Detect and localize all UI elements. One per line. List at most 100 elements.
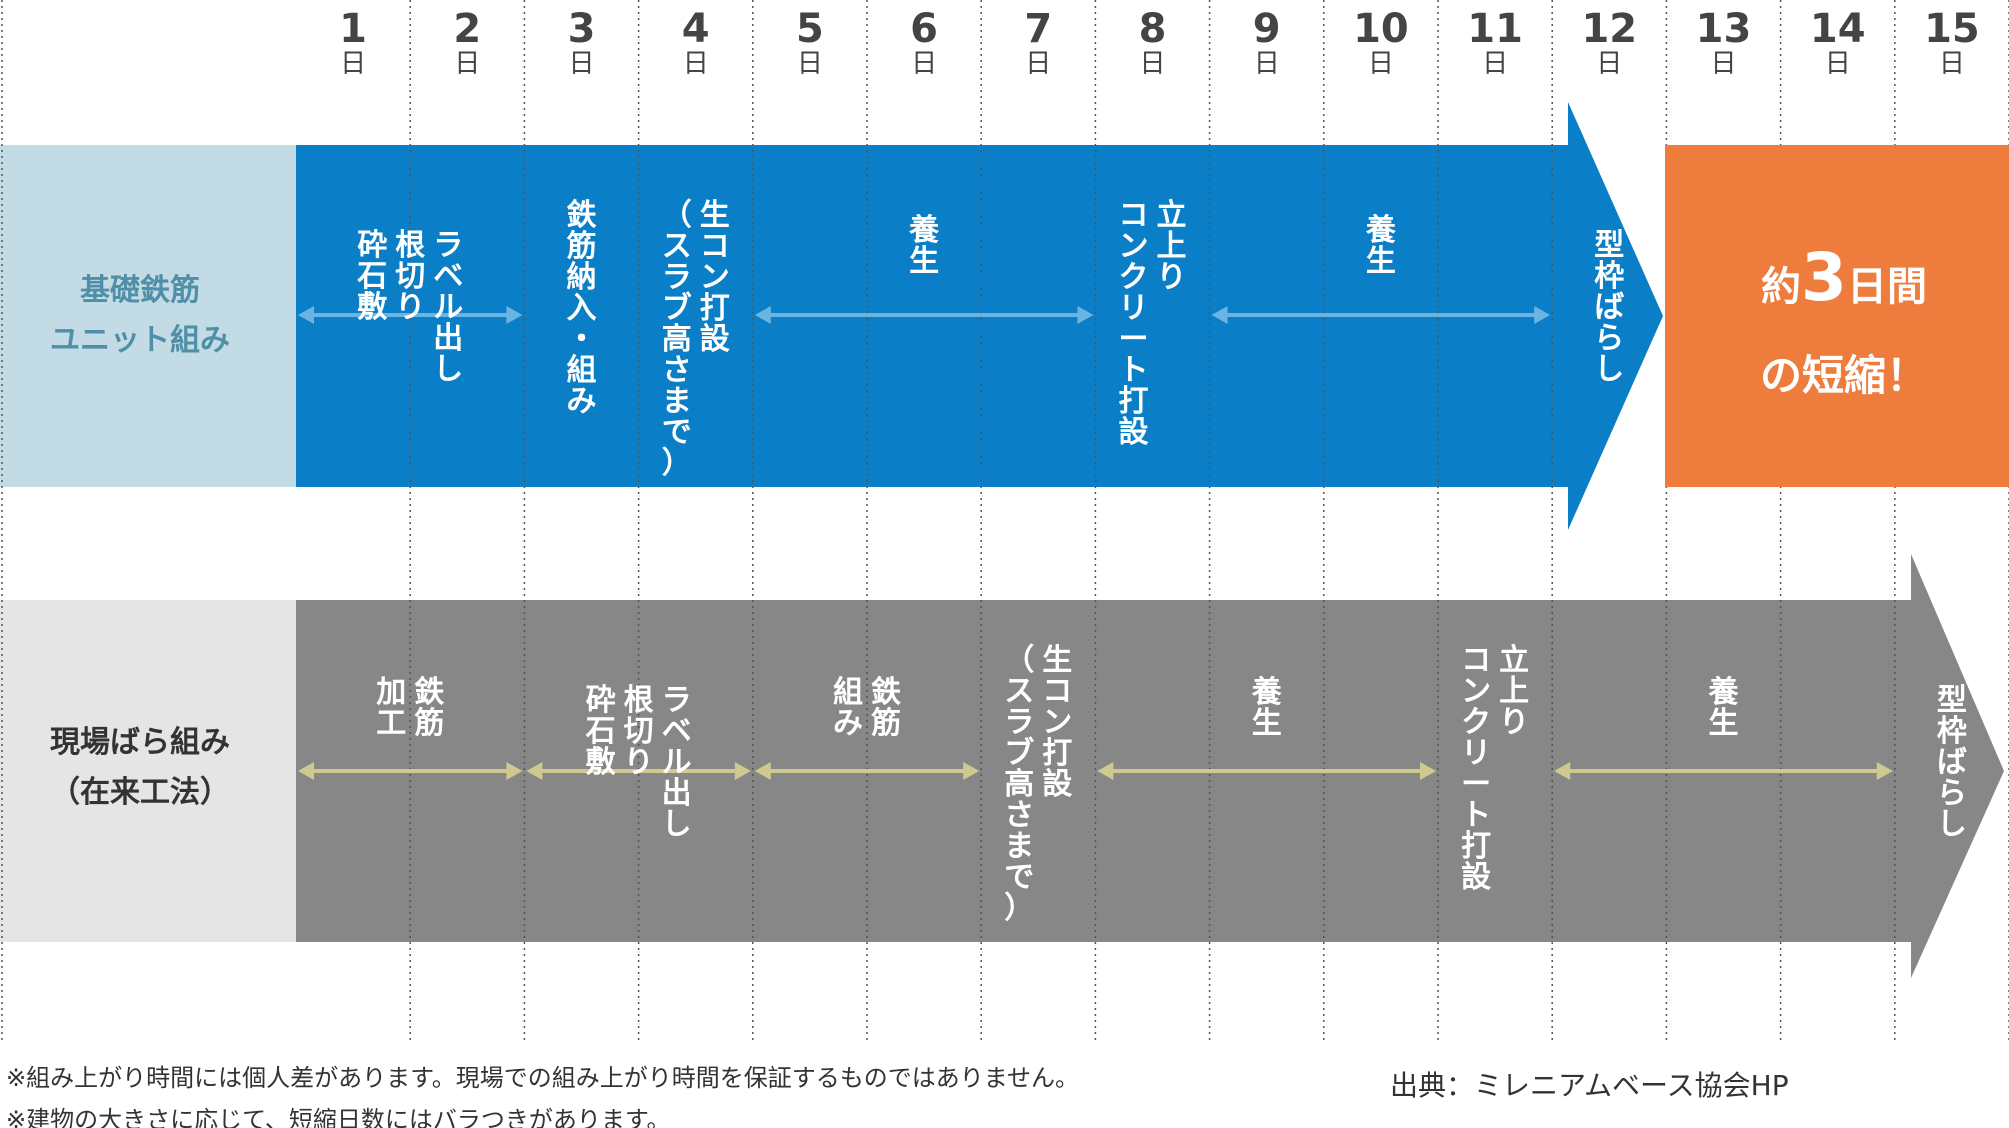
conventional-task-label: 生コン打設 bbox=[1042, 643, 1072, 802]
task-label-char: ま bbox=[1004, 829, 1034, 864]
unit-task-label: 鉄筋納入・組み bbox=[567, 198, 597, 419]
task-label-char: 根 bbox=[624, 683, 654, 718]
conventional-task-label: 型枠ばらし bbox=[1937, 683, 1967, 842]
day-unit: 日 bbox=[1939, 49, 1965, 79]
task-label-char: 生 bbox=[700, 198, 730, 233]
unit-method-label-box bbox=[0, 145, 296, 487]
task-label-char: 立 bbox=[1499, 643, 1529, 678]
task-label-char: 打 bbox=[1119, 384, 1149, 419]
task-label-char: 打 bbox=[700, 291, 730, 326]
callout-number: 3 bbox=[1801, 239, 1847, 316]
day-unit: 日 bbox=[1368, 49, 1394, 79]
task-label-char: ラ bbox=[433, 228, 463, 263]
task-label-char: ・ bbox=[567, 322, 597, 357]
task-label-char: で bbox=[1004, 860, 1034, 895]
task-label-char: ベ bbox=[662, 714, 692, 749]
conventional-task-label: 鉄筋 bbox=[871, 675, 901, 741]
task-label-char: 筋 bbox=[567, 229, 597, 264]
shortening-callout-box bbox=[1665, 145, 2009, 487]
task-label-char: 生 bbox=[1042, 643, 1072, 678]
arrow-head-left bbox=[1097, 762, 1114, 780]
task-label-char: ラ bbox=[662, 683, 692, 718]
task-label-char: り bbox=[624, 745, 654, 780]
task-label-char: ラ bbox=[1004, 705, 1034, 740]
footnote-1: ※組み上がり時間には個人差があります。現場での組み上がり時間を保証するものではあ… bbox=[6, 1064, 1079, 1092]
unit-task-label: （スラブ高さまで） bbox=[662, 198, 692, 481]
conventional-task-label: （スラブ高さまで） bbox=[1004, 643, 1034, 926]
task-label-char: 出 bbox=[662, 776, 692, 811]
day-number: 12 bbox=[1581, 6, 1637, 52]
conventional-task-label: 根切り bbox=[624, 683, 654, 780]
task-label-char: ば bbox=[1937, 745, 1967, 780]
task-label-char: 養 bbox=[1708, 675, 1739, 710]
task-label-char: 加 bbox=[376, 675, 406, 710]
day-number: 8 bbox=[1139, 6, 1167, 52]
task-label-char: ブ bbox=[1004, 736, 1034, 771]
day-number: 3 bbox=[568, 6, 596, 52]
task-label-char: コ bbox=[1461, 643, 1491, 678]
task-label-char: 工 bbox=[376, 706, 406, 741]
conventional-task-label: 鉄筋 bbox=[414, 675, 444, 741]
task-label-char: ー bbox=[1461, 767, 1491, 802]
task-label-char: ー bbox=[1119, 322, 1149, 357]
arrow-head-left bbox=[298, 762, 314, 780]
arrow-head-right bbox=[1534, 306, 1551, 324]
task-label-char: （ bbox=[662, 198, 692, 233]
unit-task-label: コンクリート打設 bbox=[1119, 198, 1149, 450]
task-label-char: り bbox=[395, 290, 425, 325]
task-label-char: ら bbox=[1594, 321, 1624, 356]
task-label-char: さ bbox=[662, 353, 692, 388]
day-unit: 日 bbox=[1596, 49, 1622, 79]
task-label-char: 筋 bbox=[414, 706, 444, 741]
task-label-char: 設 bbox=[1119, 415, 1149, 450]
arrow-head-left bbox=[298, 306, 314, 324]
arrow-head-right bbox=[1420, 762, 1436, 780]
task-label-char: 筋 bbox=[871, 706, 901, 741]
unit-task-label: 立上り bbox=[1157, 198, 1187, 295]
task-label-char: 石 bbox=[585, 714, 616, 749]
conventional-task-label: 加工 bbox=[376, 675, 406, 741]
day-unit: 日 bbox=[1825, 49, 1851, 79]
task-label-char: 設 bbox=[1042, 767, 1072, 802]
task-label-char: 出 bbox=[433, 321, 463, 356]
task-label-char: 立 bbox=[1157, 198, 1187, 233]
day-unit: 日 bbox=[911, 49, 937, 79]
task-duration-arrows bbox=[298, 306, 1893, 780]
day-unit: 日 bbox=[1139, 49, 1165, 79]
source-credit: 出典：ミレニアムベース協会HP bbox=[1390, 1069, 1789, 1102]
day-unit: 日 bbox=[1025, 49, 1051, 79]
unit-task-label: ラベル出し bbox=[433, 228, 463, 387]
task-label-char: 生 bbox=[1252, 706, 1282, 741]
arrow-head-right bbox=[506, 306, 523, 324]
day-number: 15 bbox=[1924, 6, 1980, 52]
task-label-char: ラ bbox=[662, 260, 692, 295]
day-unit: 日 bbox=[1254, 49, 1280, 79]
footnote-2: ※建物の大きさに応じて、短縮日数にはバラつきがあります。 bbox=[6, 1106, 671, 1128]
unit-task-label: 根切り bbox=[395, 228, 425, 325]
arrow-head-left bbox=[1211, 306, 1228, 324]
task-label-char: 高 bbox=[1004, 767, 1034, 802]
task-label-char: 生 bbox=[1366, 244, 1396, 279]
arrow-head-right bbox=[963, 762, 980, 780]
conventional-method-bar bbox=[296, 554, 2004, 978]
task-label-char: り bbox=[1157, 260, 1187, 295]
unit-method-label: 基礎鉄筋 bbox=[80, 273, 200, 308]
task-label-char: ば bbox=[1594, 290, 1624, 325]
task-label-char: し bbox=[1937, 807, 1967, 842]
day-number: 6 bbox=[910, 6, 938, 52]
arrow-head-left bbox=[754, 762, 771, 780]
task-label-char: 枠 bbox=[1937, 714, 1967, 749]
task-label-char: 納 bbox=[567, 260, 597, 295]
conventional-method-label: （在来工法） bbox=[50, 775, 230, 810]
task-label-char: リ bbox=[1461, 736, 1491, 771]
task-label-char: ベ bbox=[433, 259, 463, 294]
task-label-char: ス bbox=[1004, 674, 1034, 709]
task-label-char: 鉄 bbox=[871, 675, 901, 710]
task-label-char: 鉄 bbox=[567, 198, 597, 233]
task-label-char: （ bbox=[1004, 643, 1034, 678]
conventional-task-label: 砕石敷 bbox=[585, 683, 617, 780]
day-unit: 日 bbox=[340, 49, 366, 79]
unit-task-label: 養生 bbox=[1365, 213, 1396, 279]
